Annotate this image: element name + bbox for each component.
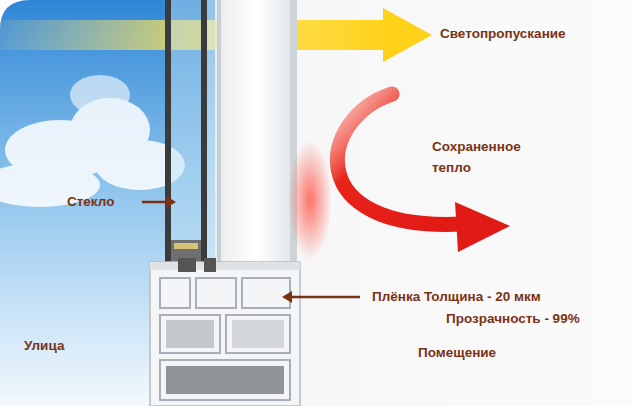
label-text: Плёнка Толщина - 20 мкм (372, 286, 541, 307)
label-text: Помещение (418, 342, 496, 363)
label-text: Сохраненное тепло (432, 136, 544, 178)
label-text: Улица (24, 335, 64, 356)
label-text: Светопропускание (440, 23, 566, 44)
label-text: Стекло (67, 191, 114, 212)
label-text: Прозрачность - 99% (446, 308, 580, 329)
